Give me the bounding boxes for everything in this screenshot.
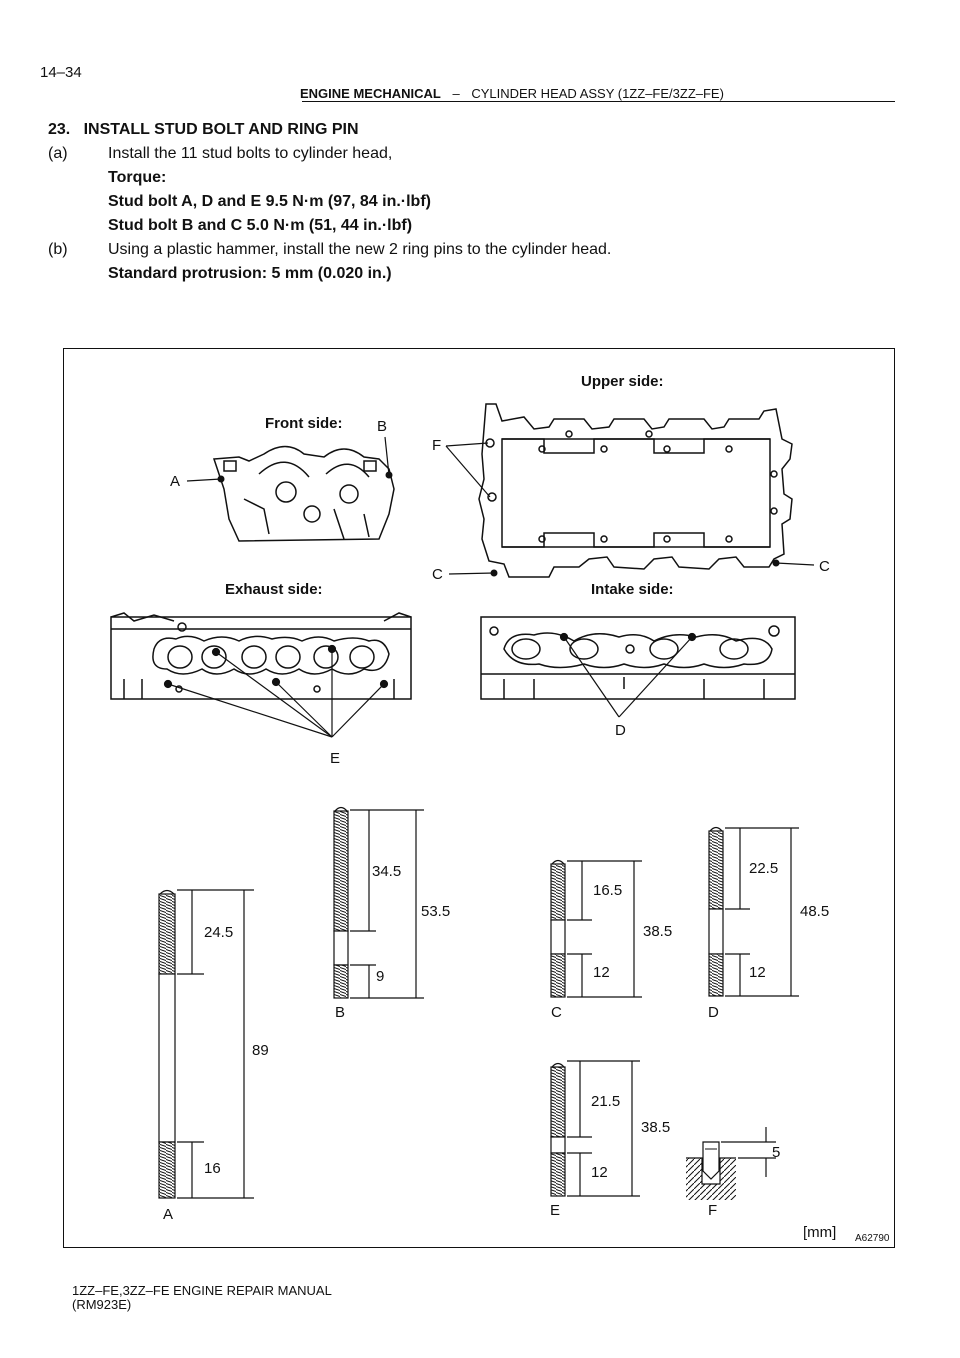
stud-bolt-b: [333, 806, 349, 999]
figure-id: A62790: [855, 1233, 890, 1244]
ring-pin-f: [686, 1141, 736, 1200]
bolt-a-thread-top: 24.5: [204, 924, 233, 941]
protrusion-spec: Standard protrusion: 5 mm (0.020 in.): [108, 265, 392, 282]
stud-bolt-figure: Front side: B A Upper side: F C C Exhaus…: [63, 348, 895, 1248]
torque-spec-2: Stud bolt B and C 5.0 N·m (51, 44 in.·lb…: [108, 217, 413, 234]
callout-c-left: C: [432, 566, 443, 583]
step-b-marker: (b): [48, 241, 68, 258]
dims-bolt-d: [725, 827, 799, 997]
dims-bolt-c: [567, 860, 642, 998]
subsection-title: CYLINDER HEAD ASSY (1ZZ–FE/3ZZ–FE): [471, 86, 724, 101]
header-rule: [302, 101, 895, 102]
running-header: ENGINE MECHANICAL – CYLINDER HEAD ASSY (…: [300, 86, 724, 101]
stud-bolt-e: [550, 1062, 566, 1197]
callout-e-leaders: [163, 644, 389, 738]
callout-d: D: [615, 722, 626, 739]
page-number: 14–34: [40, 64, 82, 81]
bolt-e-label: E: [550, 1202, 560, 1219]
dims-ring-pin: [721, 1127, 776, 1177]
bolt-b-total: 53.5: [421, 903, 450, 920]
bolt-a-thread-bottom: 16: [204, 1160, 221, 1177]
stud-bolt-c: [550, 859, 566, 998]
callout-c-right: C: [819, 558, 830, 575]
ring-pin-protrusion: 5: [772, 1144, 780, 1161]
exhaust-side-view: [110, 612, 412, 700]
upper-side-view: [478, 403, 793, 578]
torque-label: Torque:: [108, 169, 167, 186]
intake-side-view: [480, 616, 796, 700]
bolt-d-total: 48.5: [800, 903, 829, 920]
section-title: ENGINE MECHANICAL: [300, 86, 441, 101]
stud-bolt-d: [708, 826, 724, 997]
bolt-b-label: B: [335, 1004, 345, 1021]
bolt-c-total: 38.5: [643, 923, 672, 940]
front-side-label: Front side:: [265, 415, 343, 432]
bolt-d-thread-bottom: 12: [749, 964, 766, 981]
step-title: 23. INSTALL STUD BOLT AND RING PIN: [48, 121, 359, 138]
front-side-view: [212, 445, 395, 542]
dims-bolt-e: [567, 1060, 640, 1197]
bolt-d-thread-top: 22.5: [749, 860, 778, 877]
header-separator: –: [452, 86, 460, 101]
bolt-c-thread-top: 16.5: [593, 882, 622, 899]
callout-a: A: [170, 473, 180, 490]
dims-bolt-b: [350, 809, 424, 999]
footer-manual-code: (RM923E): [72, 1297, 132, 1312]
step-a-text: Install the 11 stud bolts to cylinder he…: [108, 145, 393, 162]
upper-side-label: Upper side:: [581, 373, 664, 390]
callout-b: B: [377, 418, 387, 435]
bolt-e-total: 38.5: [641, 1119, 670, 1136]
dims-bolt-a: [177, 889, 254, 1199]
stud-bolt-a: [158, 889, 176, 1199]
footer-manual-title: 1ZZ–FE,3ZZ–FE ENGINE REPAIR MANUAL: [72, 1283, 332, 1298]
bolt-e-thread-top: 21.5: [591, 1093, 620, 1110]
bolt-b-thread-top: 34.5: [372, 863, 401, 880]
torque-spec-1: Stud bolt A, D and E 9.5 N·m (97, 84 in.…: [108, 193, 431, 210]
figure-drawing: Front side: B A Upper side: F C C Exhaus…: [110, 373, 890, 1244]
step-a-marker: (a): [48, 145, 68, 162]
bolt-d-label: D: [708, 1004, 719, 1021]
callout-f: F: [432, 437, 441, 454]
bolt-c-thread-bottom: 12: [593, 964, 610, 981]
callout-d-leaders: [559, 632, 697, 718]
ring-pin-label: F: [708, 1202, 717, 1219]
intake-side-label: Intake side:: [591, 581, 674, 598]
exhaust-side-label: Exhaust side:: [225, 581, 323, 598]
step-b-text: Using a plastic hammer, install the new …: [108, 241, 612, 258]
callout-e: E: [330, 750, 340, 767]
unit-label: [mm]: [803, 1224, 836, 1241]
bolt-a-label: A: [163, 1206, 173, 1223]
bolt-c-label: C: [551, 1004, 562, 1021]
bolt-a-total: 89: [252, 1042, 269, 1059]
bolt-e-thread-bottom: 12: [591, 1164, 608, 1181]
bolt-b-thread-bottom: 9: [376, 968, 384, 985]
